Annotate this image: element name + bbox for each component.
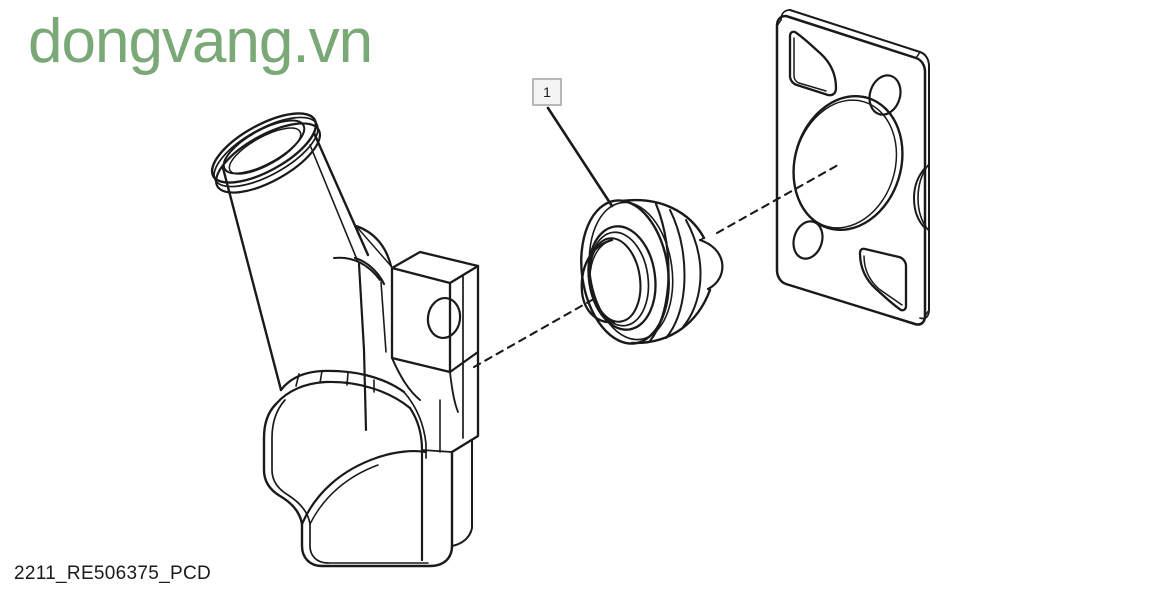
callout-leader-line <box>546 106 614 208</box>
drawing-caption: 2211_RE506375_PCD <box>14 563 212 584</box>
site-watermark: dongvang.vn <box>28 7 373 76</box>
thermostat-valve <box>580 198 724 345</box>
assembly-centerline <box>472 163 840 369</box>
thermostat-housing <box>210 112 480 568</box>
callout-marker-1[interactable]: 1 <box>532 78 562 106</box>
gasket-plate <box>775 9 930 326</box>
